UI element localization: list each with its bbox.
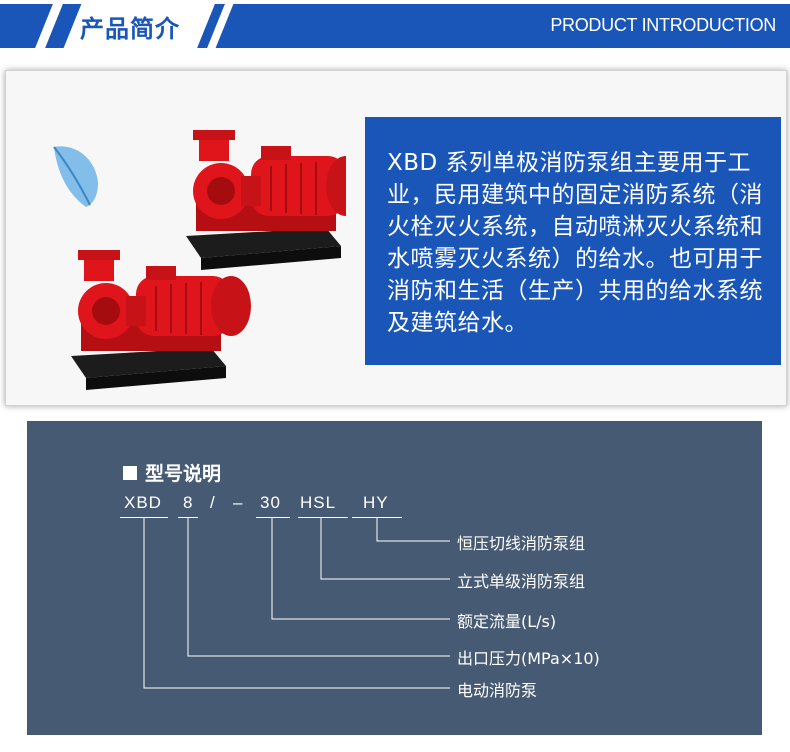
square-bullet-icon <box>123 466 137 480</box>
spec-title: 型号说明 <box>123 459 221 486</box>
spec-title-text: 型号说明 <box>145 463 222 485</box>
product-description-box: XBD 系列单极消防泵组主要用于工业，民用建筑中的固定消防系统（消火栓灭火系统，… <box>365 117 781 365</box>
spec-label: 恒压切线消防泵组 <box>457 534 586 553</box>
code-segment: – <box>233 493 244 512</box>
code-segment: / <box>210 493 216 512</box>
spec-label: 额定流量(L/s) <box>457 612 557 631</box>
spec-label: 出口压力(MPa×10) <box>457 649 600 668</box>
section-title: 产品简介 <box>80 15 180 43</box>
code-segment: HSL <box>300 493 337 512</box>
product-description: XBD 系列单极消防泵组主要用于工业，民用建筑中的固定消防系统（消火栓灭火系统，… <box>387 150 763 336</box>
code-underline <box>256 517 290 518</box>
code-underline <box>298 517 348 518</box>
code-segment: 30 <box>260 493 281 512</box>
leaf-icon <box>53 146 98 207</box>
code-segment: HY <box>363 493 389 512</box>
section-title-english: PRODUCT INTRODUCTION <box>550 15 776 35</box>
spec-label: 立式单级消防泵组 <box>457 572 586 591</box>
connector-lines <box>143 517 450 689</box>
spec-label: 电动消防泵 <box>457 681 538 700</box>
code-segment: 8 <box>183 493 194 512</box>
section-header: 产品简介 PRODUCT INTRODUCTION <box>0 0 790 52</box>
code-segment: XBD <box>124 493 162 512</box>
product-intro-card: XBD 系列单极消防泵组主要用于工业，民用建筑中的固定消防系统（消火栓灭火系统，… <box>5 70 787 406</box>
model-spec-panel: 型号说明 XBD 8 / – 30 HSL HY 恒压切线消防泵组 立式单级消防… <box>27 421 762 735</box>
fire-pump-photo <box>71 130 346 390</box>
